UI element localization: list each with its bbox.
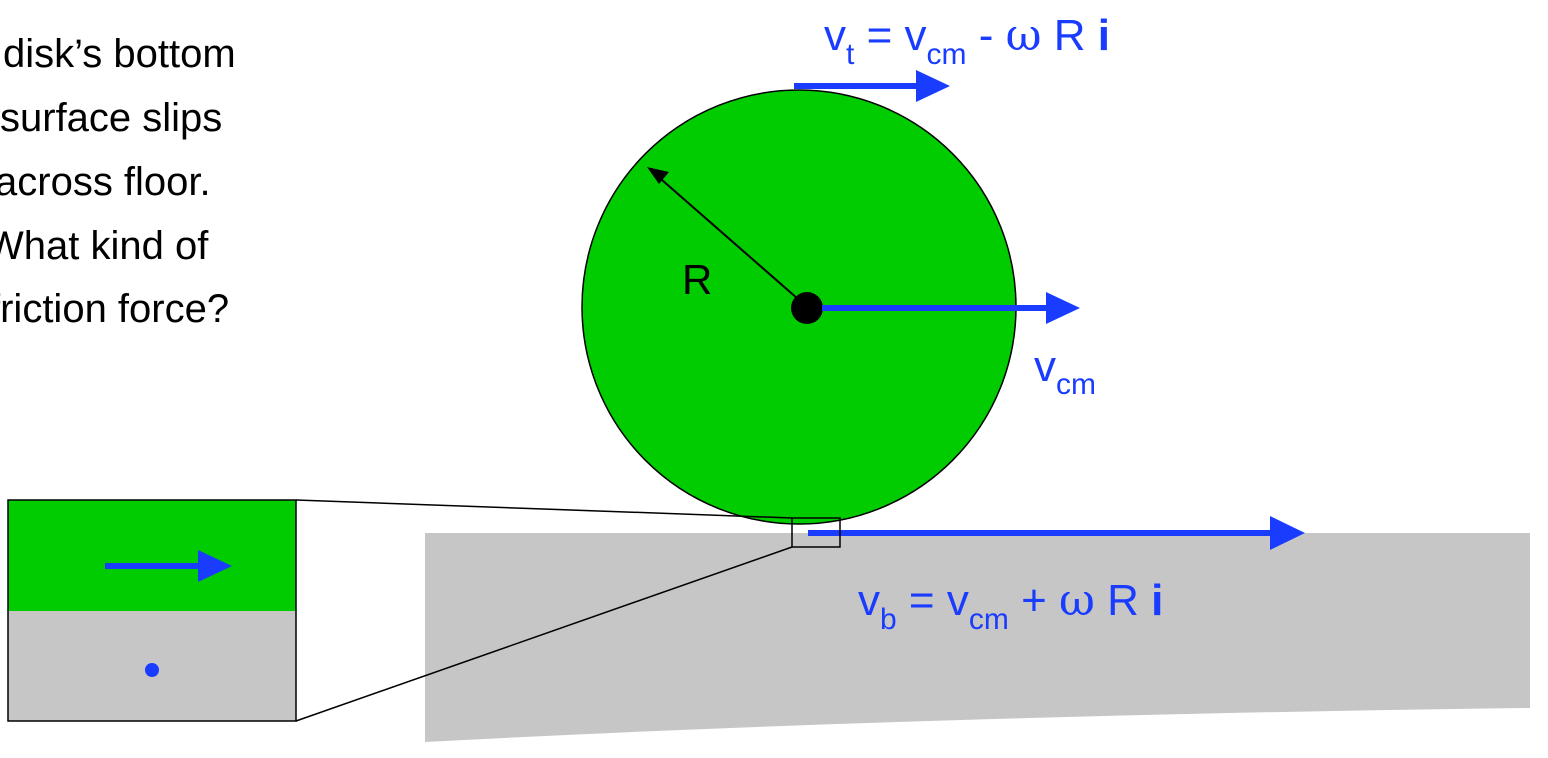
center-v-subscript: cm xyxy=(1056,368,1096,401)
bottom-equals: = xyxy=(897,576,947,625)
inset-velocity-arrowhead xyxy=(198,550,232,582)
center-v: v xyxy=(1034,342,1056,391)
top-unit-i: i xyxy=(1098,11,1110,60)
top-velocity-arrowhead xyxy=(916,70,950,102)
bottom-unit-i: i xyxy=(1151,576,1163,625)
bottom-velocity-arrowhead xyxy=(1270,516,1305,550)
inset-floor-point xyxy=(145,663,159,677)
top-r: R xyxy=(1042,11,1098,60)
bottom-r: R xyxy=(1095,576,1151,625)
top-minus: - xyxy=(967,11,1006,60)
contact-zoom-box xyxy=(791,517,841,548)
question-line-2: surface slips xyxy=(0,96,223,140)
center-velocity-arrowhead xyxy=(1046,292,1080,324)
question-line-5: friction force? xyxy=(0,287,230,331)
radius-arrowhead xyxy=(647,167,669,184)
inset-magnified-view xyxy=(7,499,297,722)
inset-frame xyxy=(7,499,297,722)
question-line-4: What kind of xyxy=(0,224,209,268)
question-line-1: disk’s bottom xyxy=(3,32,236,76)
inset-disk-region xyxy=(8,500,296,611)
center-of-mass-dot xyxy=(791,292,823,324)
top-vcm-v: v xyxy=(905,11,927,60)
question-text: disk’s bottom surface slips across floor… xyxy=(0,0,420,420)
top-vcm-subscript: cm xyxy=(927,38,967,71)
bottom-omega: ω xyxy=(1059,575,1095,626)
bottom-v: v xyxy=(858,576,880,625)
top-v-subscript: t xyxy=(846,38,855,71)
bottom-plus: + xyxy=(1009,576,1059,625)
top-equals: = xyxy=(854,11,904,60)
bottom-v-subscript: b xyxy=(880,603,897,636)
center-velocity-label: vcm xyxy=(1034,342,1096,401)
top-velocity-label: vt = vcm - ω R i xyxy=(824,10,1110,71)
bottom-vcm-v: v xyxy=(947,576,969,625)
top-omega: ω xyxy=(1006,10,1042,61)
question-line-3: across floor. xyxy=(0,160,211,204)
bottom-vcm-subscript: cm xyxy=(969,603,1009,636)
top-v: v xyxy=(824,11,846,60)
zoom-connector-top xyxy=(295,499,793,519)
radius-line xyxy=(661,179,807,307)
zoom-connector-bottom xyxy=(295,546,793,722)
radius-label: R xyxy=(682,256,712,303)
bottom-velocity-label: vb = vcm + ω R i xyxy=(858,575,1163,636)
floor xyxy=(425,533,1530,742)
